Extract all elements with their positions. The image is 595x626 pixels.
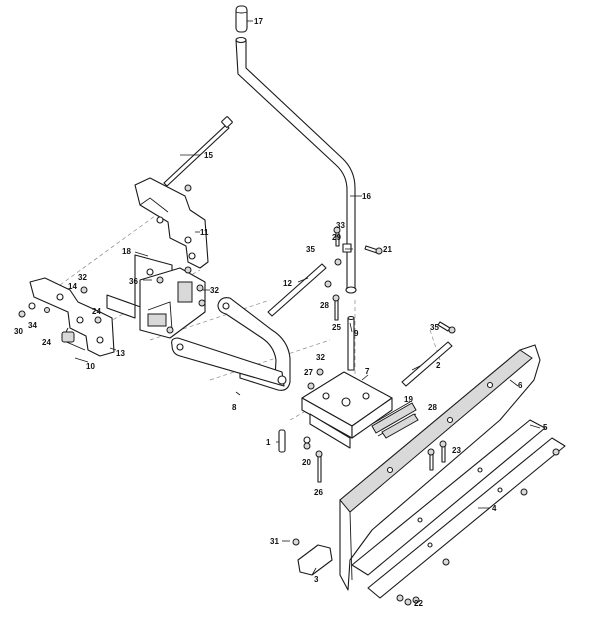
part-13-center-bracket xyxy=(139,267,206,339)
callout-32-mid: 32 xyxy=(210,286,219,295)
callout-24-right: 24 xyxy=(92,307,101,316)
leader-lines xyxy=(74,20,541,576)
callout-14: 14 xyxy=(68,282,77,291)
hardware-left xyxy=(18,266,206,334)
callout-31: 31 xyxy=(270,537,279,546)
callout-17: 17 xyxy=(254,17,263,26)
callout-18: 18 xyxy=(122,247,131,256)
callout-19: 19 xyxy=(404,395,413,404)
part-15-long-bolt xyxy=(163,116,233,187)
callout-5: 5 xyxy=(543,423,548,432)
callout-28-upper: 28 xyxy=(320,301,329,310)
part-12-pin xyxy=(267,263,327,317)
callout-22: 22 xyxy=(414,599,423,608)
callout-32-left: 32 xyxy=(78,273,87,282)
callout-12: 12 xyxy=(283,279,292,288)
callout-35-lower: 35 xyxy=(430,323,439,332)
callout-33: 33 xyxy=(336,221,345,230)
callout-34: 34 xyxy=(28,321,37,330)
part-9-rod xyxy=(347,315,355,371)
part-5-cutting-edge xyxy=(351,419,546,576)
small-bolts-upper xyxy=(333,226,383,266)
callout-27: 27 xyxy=(304,368,313,377)
callout-28-lower: 28 xyxy=(428,403,437,412)
callout-30: 30 xyxy=(14,327,23,336)
callout-29: 29 xyxy=(332,233,341,242)
part-11-upper-bracket xyxy=(134,177,209,269)
part-1-pin xyxy=(278,429,286,453)
callout-3: 3 xyxy=(314,575,319,584)
callout-24-left: 24 xyxy=(42,338,51,347)
callout-11: 11 xyxy=(200,228,209,237)
callout-labels: 17 15 16 11 33 29 35 21 18 12 32 14 36 3… xyxy=(14,17,548,608)
callout-9: 9 xyxy=(354,329,359,338)
callout-13: 13 xyxy=(116,349,125,358)
part-16-lift-lever xyxy=(235,36,357,294)
callout-1: 1 xyxy=(266,438,271,447)
part-17-handle-grip xyxy=(235,5,248,33)
bolt-35-lower xyxy=(437,321,456,334)
part-10-lower-bracket xyxy=(29,277,115,357)
callout-6: 6 xyxy=(518,381,523,390)
part-2-pin xyxy=(401,341,453,387)
part-8-yoke-frame xyxy=(171,297,291,391)
part-4-cutting-edge xyxy=(367,437,566,599)
callout-36: 36 xyxy=(129,277,138,286)
callout-16: 16 xyxy=(362,192,371,201)
part-6-moldboard-blade xyxy=(339,344,541,591)
callout-25: 25 xyxy=(332,323,341,332)
callout-35-upper: 35 xyxy=(306,245,315,254)
callout-7: 7 xyxy=(365,367,370,376)
bolts-22-23 xyxy=(396,440,560,606)
callout-8: 8 xyxy=(232,403,237,412)
callout-4: 4 xyxy=(492,504,497,513)
callout-2: 2 xyxy=(436,361,441,370)
callout-32-lower: 32 xyxy=(316,353,325,362)
bolts-25-28 xyxy=(324,280,340,321)
callout-23: 23 xyxy=(452,446,461,455)
part-7-pivot-block xyxy=(301,368,393,449)
part-3-skid-shoe xyxy=(292,538,333,576)
callout-15: 15 xyxy=(204,151,213,160)
bolts-20-26 xyxy=(303,436,323,483)
callout-26: 26 xyxy=(314,488,323,497)
callout-21: 21 xyxy=(383,245,392,254)
callout-10: 10 xyxy=(86,362,95,371)
part-19-springs xyxy=(371,401,419,439)
callout-20: 20 xyxy=(302,458,311,467)
